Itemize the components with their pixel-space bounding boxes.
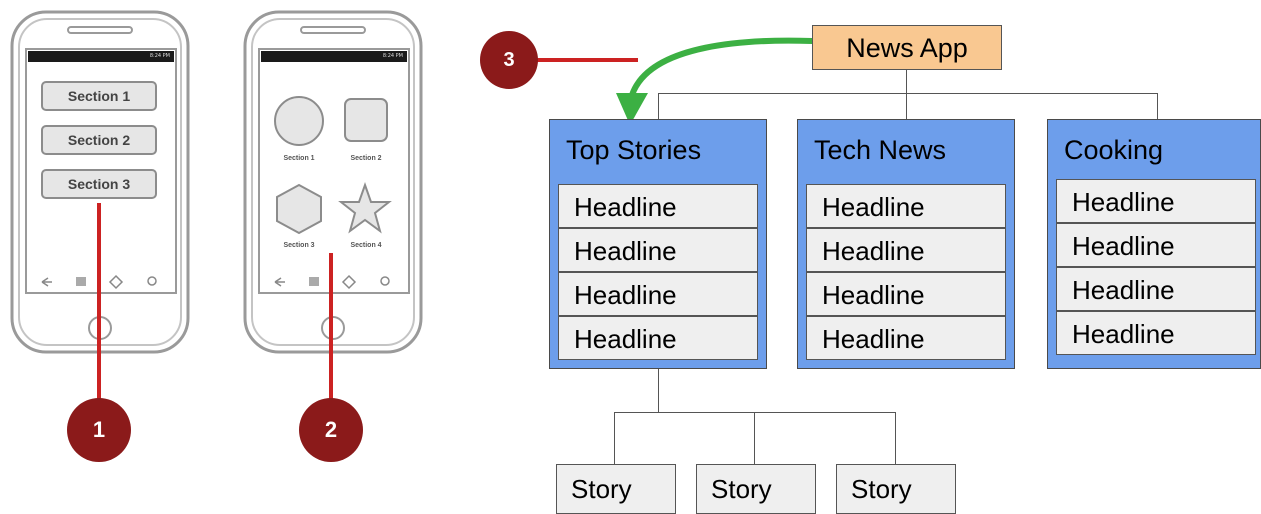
connector-line <box>614 412 896 413</box>
connector-line <box>906 93 907 119</box>
nav-buttons-icon <box>41 274 157 290</box>
section-shapes <box>274 96 392 235</box>
phone-screen: 8:24 PM Section 1 Section 2 Section 3 <box>28 51 174 291</box>
category-title: Top Stories <box>566 135 702 165</box>
story-node[interactable]: Story <box>836 464 956 514</box>
category-tech-news: Tech News Headline Headline Headline Hea… <box>797 119 1015 369</box>
connector-line <box>895 412 896 464</box>
category-title: Cooking <box>1064 135 1164 165</box>
connector-line <box>906 70 907 93</box>
headline-item[interactable]: Headline <box>558 316 758 360</box>
headline-item[interactable]: Headline <box>806 184 1006 228</box>
headline-item[interactable]: Headline <box>1056 311 1256 355</box>
connector-line <box>754 412 755 464</box>
hexagon-icon <box>276 183 322 235</box>
callout-badge-2: 2 <box>299 398 363 462</box>
callout-line-2 <box>329 253 333 405</box>
star-icon <box>338 181 392 234</box>
connector-line <box>658 93 1158 94</box>
connector-line <box>658 93 659 119</box>
connector-line <box>1157 93 1158 119</box>
section-2-button[interactable]: Section 2 <box>41 125 157 155</box>
headline-item[interactable]: Headline <box>558 184 758 228</box>
headline-item[interactable]: Headline <box>558 228 758 272</box>
callout-badge-1: 1 <box>67 398 131 462</box>
story-node[interactable]: Story <box>696 464 816 514</box>
headline-item[interactable]: Headline <box>1056 223 1256 267</box>
status-bar: 8:24 PM <box>261 51 407 62</box>
headline-item[interactable]: Headline <box>806 316 1006 360</box>
grid-label-section-3: Section 3 <box>283 242 315 249</box>
nav-buttons-icon <box>274 274 390 290</box>
category-top-stories: Top Stories Headline Headline Headline H… <box>549 119 767 369</box>
root-node: News App <box>812 25 1002 70</box>
connector-line <box>614 412 615 464</box>
headline-item[interactable]: Headline <box>806 272 1006 316</box>
phone-list-mockup: 8:24 PM Section 1 Section 2 Section 3 <box>10 10 190 355</box>
headline-item[interactable]: Headline <box>1056 267 1256 311</box>
circle-icon <box>274 96 324 146</box>
grid-label-section-1: Section 1 <box>283 155 315 162</box>
category-cooking: Cooking Headline Headline Headline Headl… <box>1047 119 1261 369</box>
headline-item[interactable]: Headline <box>1056 179 1256 223</box>
square-icon <box>344 98 388 142</box>
callout-line-1 <box>97 203 101 405</box>
category-title: Tech News <box>814 135 947 165</box>
phone-screen: 8:24 PM Section 1 Section 2 Section 3 Se… <box>261 51 407 291</box>
headline-item[interactable]: Headline <box>806 228 1006 272</box>
section-3-button[interactable]: Section 3 <box>41 169 157 199</box>
green-arrow-icon <box>616 37 815 125</box>
callout-badge-3: 3 <box>480 31 538 89</box>
story-node[interactable]: Story <box>556 464 676 514</box>
section-1-button[interactable]: Section 1 <box>41 81 157 111</box>
phone-grid-mockup: 8:24 PM Section 1 Section 2 Section 3 Se… <box>243 10 423 355</box>
headline-item[interactable]: Headline <box>558 272 758 316</box>
grid-label-section-2: Section 2 <box>350 155 382 162</box>
callout-line-3 <box>530 58 638 62</box>
status-bar: 8:24 PM <box>28 51 174 62</box>
connector-line <box>658 369 659 412</box>
grid-label-section-4: Section 4 <box>350 242 382 249</box>
